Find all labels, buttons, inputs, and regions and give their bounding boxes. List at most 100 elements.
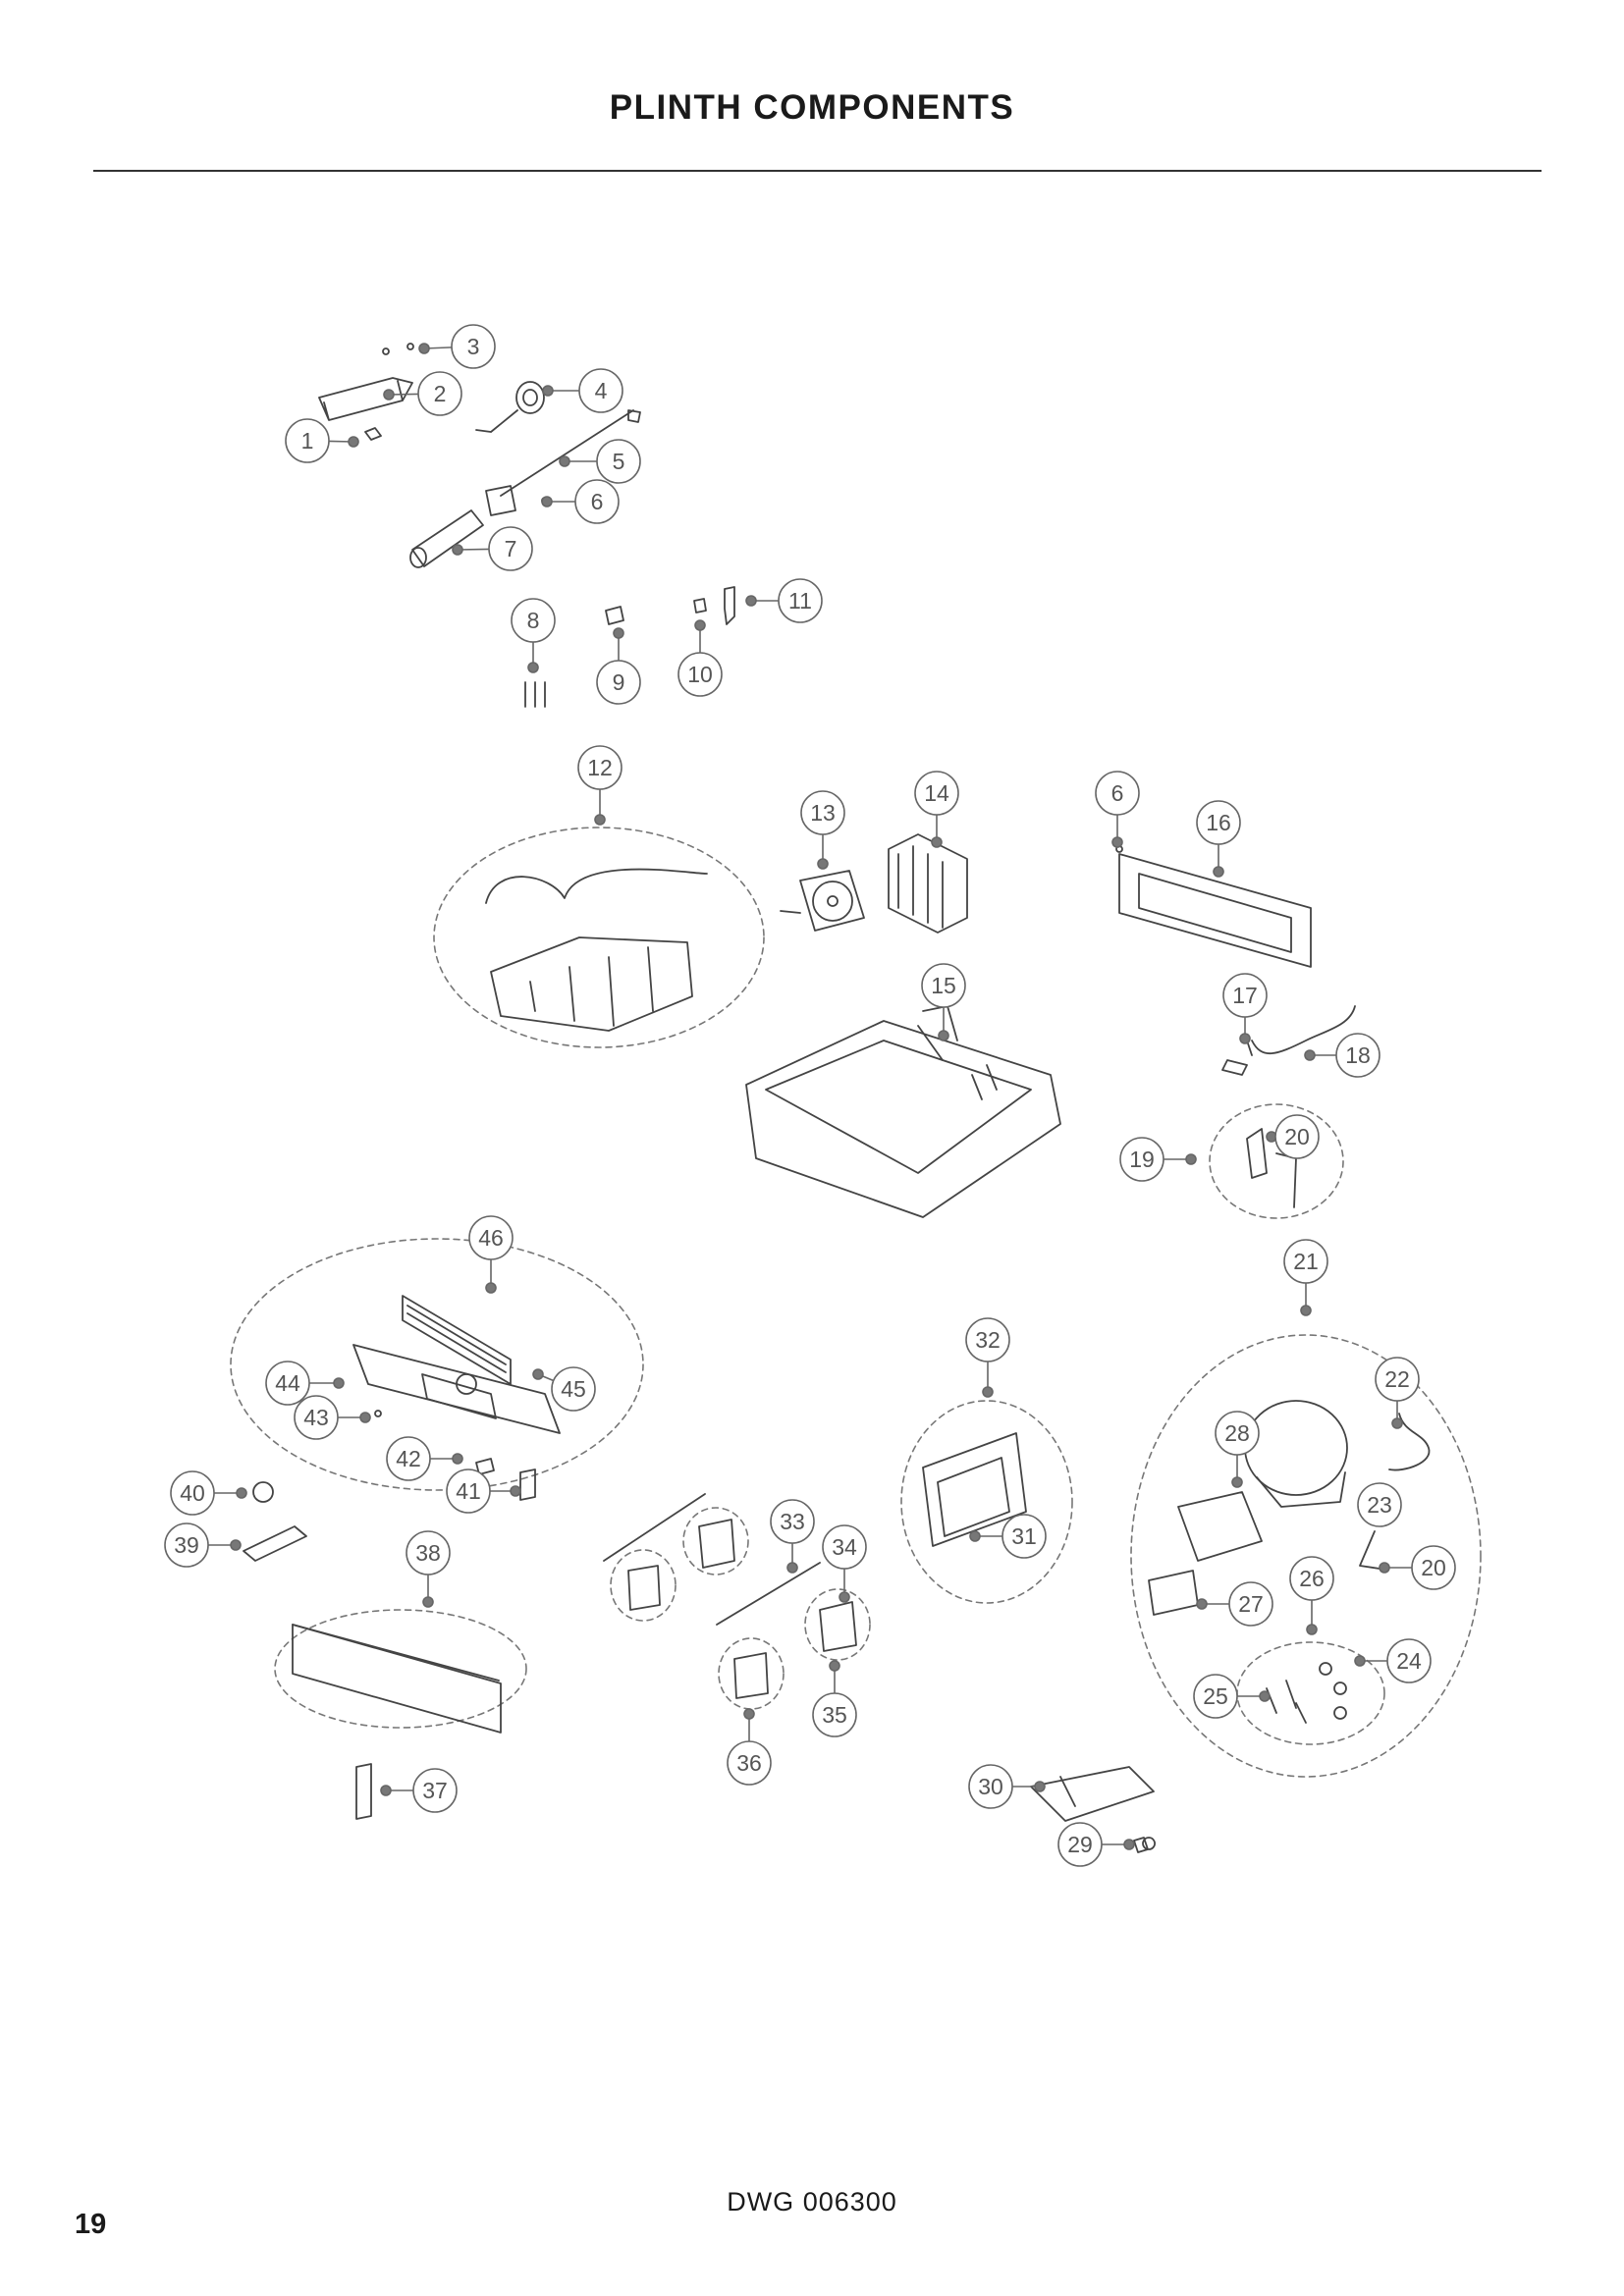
- callout-label-30: 30: [978, 1774, 1003, 1799]
- callout-dot-46: [485, 1282, 497, 1294]
- part-grommet-29: [1133, 1837, 1156, 1853]
- callout-label-6: 6: [591, 489, 604, 514]
- callout-dot-21: [1300, 1305, 1312, 1316]
- callout-circle-45: [551, 1366, 596, 1412]
- callout-dot-26: [1306, 1624, 1318, 1635]
- part-relay-5: [485, 485, 516, 516]
- callout-label-14: 14: [924, 780, 949, 806]
- callout-dot-5: [559, 455, 570, 467]
- callout-dot-33: [786, 1562, 798, 1574]
- part-screw-3: [406, 343, 414, 350]
- callout-dot-31: [969, 1530, 981, 1542]
- callout-dot-8: [527, 662, 539, 673]
- callout-label-18: 18: [1345, 1042, 1371, 1068]
- callout-label-11: 11: [788, 588, 812, 614]
- callout-circle-6: [574, 479, 620, 524]
- callout-circle-13: [800, 790, 845, 835]
- drawing-number: DWG 006300: [727, 2187, 897, 2216]
- group-outline-46: [230, 1238, 644, 1491]
- callout-label-38: 38: [415, 1540, 441, 1566]
- callout-dot-16: [1213, 866, 1224, 878]
- part-hook-11: [724, 586, 735, 625]
- callout-circle-14: [914, 771, 959, 816]
- callout-circle-46: [468, 1215, 514, 1260]
- callout-dot-40: [236, 1487, 247, 1499]
- callout-dot-38: [422, 1596, 434, 1608]
- callout-dot-9: [613, 627, 624, 639]
- callout-circle-37: [412, 1768, 458, 1813]
- callout-dot-6: [1111, 836, 1123, 848]
- callout-dot-3: [418, 343, 430, 354]
- part-bolts-25: [1266, 1680, 1307, 1724]
- callout-circle-34: [822, 1524, 867, 1570]
- part-probe-20: [1359, 1530, 1380, 1570]
- callout-dot-45: [532, 1368, 544, 1380]
- callout-label-7: 7: [505, 536, 517, 561]
- callout-circle-31: [1001, 1514, 1047, 1559]
- callout-label-20: 20: [1421, 1555, 1446, 1580]
- callout-circle-5: [596, 439, 641, 484]
- callout-circle-35: [812, 1692, 857, 1737]
- callout-label-41: 41: [456, 1478, 481, 1504]
- part-handle-39: [243, 1525, 307, 1562]
- group-outline-19: [1209, 1103, 1344, 1219]
- callout-label-39: 39: [174, 1532, 199, 1558]
- callout-circle-28: [1215, 1411, 1260, 1456]
- part-kickplate-38: [292, 1624, 502, 1734]
- part-grommets-24: [1319, 1662, 1347, 1720]
- callout-dot-18: [1304, 1049, 1316, 1061]
- callout-label-40: 40: [180, 1480, 205, 1506]
- callout-label-9: 9: [613, 669, 625, 695]
- part-switch-a: [698, 1519, 735, 1569]
- callout-circle-17: [1222, 973, 1268, 1018]
- callout-label-25: 25: [1203, 1683, 1228, 1709]
- callout-label-45: 45: [561, 1376, 586, 1402]
- callout-label-31: 31: [1011, 1523, 1037, 1549]
- callout-label-3: 3: [467, 334, 480, 359]
- callout-dot-22: [1391, 1417, 1403, 1429]
- callout-label-12: 12: [587, 755, 613, 780]
- callout-label-29: 29: [1067, 1832, 1093, 1857]
- group-outline-32: [900, 1400, 1073, 1604]
- title-divider: [93, 170, 1542, 172]
- part-nut-1: [364, 427, 382, 441]
- part-clip-42: [475, 1458, 495, 1475]
- callout-circle-42: [386, 1436, 431, 1481]
- callout-dot-34: [839, 1591, 850, 1603]
- part-knob-40: [252, 1481, 274, 1503]
- callout-circle-12: [577, 745, 623, 790]
- callout-dot-12: [594, 814, 606, 826]
- part-clip-9: [605, 606, 624, 625]
- group-outline-switch-d: [718, 1637, 785, 1710]
- callout-label-26: 26: [1299, 1566, 1325, 1591]
- callout-dot-32: [982, 1386, 994, 1398]
- group-outline-switch-a: [682, 1507, 749, 1575]
- callout-dot-19: [1185, 1153, 1197, 1165]
- callout-label-37: 37: [422, 1778, 448, 1803]
- callout-circle-1: [285, 418, 330, 463]
- part-capacitor-7: [409, 509, 484, 568]
- callout-circle-15: [921, 963, 966, 1008]
- callout-circle-29: [1057, 1822, 1103, 1867]
- callout-label-32: 32: [975, 1327, 1001, 1353]
- callout-dot-7: [452, 544, 463, 556]
- callout-label-10: 10: [687, 662, 713, 687]
- callout-label-23: 23: [1367, 1492, 1392, 1518]
- callout-circle-24: [1386, 1638, 1432, 1683]
- part-studs-8: [524, 681, 546, 708]
- part-compressor-mount-30: [1030, 1766, 1155, 1822]
- part-block-10: [693, 598, 707, 614]
- part-front-trim-45: [402, 1295, 512, 1385]
- callout-dot-25: [1259, 1690, 1271, 1702]
- callout-circle-20: [1274, 1114, 1320, 1159]
- callout-label-16: 16: [1206, 810, 1231, 835]
- callout-circle-23: [1357, 1482, 1402, 1527]
- callout-dot-2: [383, 389, 395, 400]
- callout-label-21: 21: [1293, 1249, 1319, 1274]
- callout-dot-39: [230, 1539, 242, 1551]
- callout-label-6: 6: [1111, 780, 1124, 806]
- callout-label-22: 22: [1384, 1366, 1410, 1392]
- callout-label-44: 44: [275, 1370, 300, 1396]
- part-evaporator-14: [888, 833, 968, 934]
